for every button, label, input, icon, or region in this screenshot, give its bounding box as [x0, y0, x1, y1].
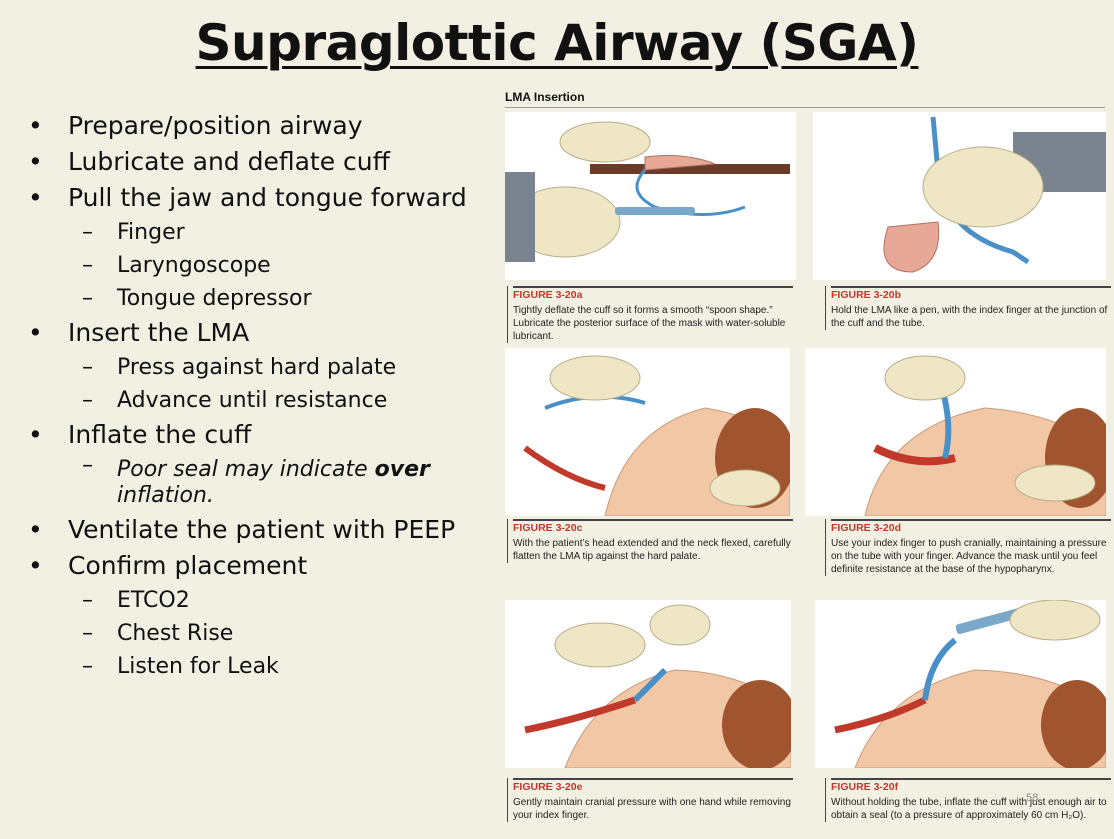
- bullet-pull-jaw: Pull the jaw and tongue forward: [24, 180, 494, 216]
- sub-bullet-chest-rise: Chest Rise: [24, 617, 494, 650]
- sub-bullet-laryngoscope: Laryngoscope: [24, 249, 494, 282]
- sub-bullet-press: Press against hard palate: [24, 351, 494, 384]
- bullet-confirm: Confirm placement: [24, 548, 494, 584]
- figure-label: FIGURE 3-20b: [831, 286, 1111, 302]
- figure-text: Gently maintain cranial pressure with on…: [513, 797, 791, 821]
- figure-3-20e-illustration: [505, 600, 791, 768]
- figure-label: FIGURE 3-20e: [513, 778, 793, 794]
- bullet-ventilate: Ventilate the patient with PEEP: [24, 512, 494, 548]
- figure-label: FIGURE 3-20f: [831, 778, 1111, 794]
- poor-seal-text: Poor seal may indicate: [117, 457, 375, 482]
- figure-3-20d-caption: FIGURE 3-20d Use your index finger to pu…: [825, 519, 1114, 576]
- figure-text: With the patient’s head extended and the…: [513, 538, 791, 562]
- figure-3-20e-caption: FIGURE 3-20e Gently maintain cranial pre…: [507, 778, 798, 822]
- sub-bullet-finger: Finger: [24, 216, 494, 249]
- figure-3-20b-illustration: [813, 112, 1106, 280]
- poor-seal-bold: over: [374, 457, 430, 482]
- figure-3-20f-caption: FIGURE 3-20f Without holding the tube, i…: [825, 778, 1114, 822]
- poor-seal-end: inflation.: [117, 483, 214, 508]
- sub-bullet-poor-seal: Poor seal may indicate over inflation.: [24, 453, 494, 512]
- figure-3-20a-illustration: [505, 112, 796, 280]
- figure-3-20f-illustration: [815, 600, 1106, 768]
- bullet-prepare: Prepare/position airway: [24, 108, 494, 144]
- figure-label: FIGURE 3-20d: [831, 519, 1111, 535]
- bullet-list: Prepare/position airway Lubricate and de…: [24, 108, 494, 683]
- sub-bullet-listen: Listen for Leak: [24, 650, 494, 683]
- figure-text: Without holding the tube, inflate the cu…: [831, 797, 1107, 821]
- panel-header: LMA Insertion: [505, 90, 1105, 108]
- bullet-insert: Insert the LMA: [24, 315, 494, 351]
- figure-label: FIGURE 3-20a: [513, 286, 793, 302]
- bullet-lubricate: Lubricate and deflate cuff: [24, 144, 494, 180]
- bullet-inflate: Inflate the cuff: [24, 417, 494, 453]
- figure-3-20c-caption: FIGURE 3-20c With the patient’s head ext…: [507, 519, 798, 563]
- figure-3-20c-illustration: [505, 348, 790, 516]
- figure-text: Use your index finger to push cranially,…: [831, 538, 1107, 575]
- sub-bullet-advance: Advance until resistance: [24, 384, 494, 417]
- slide-title: Supraglottic Airway (SGA): [195, 14, 919, 72]
- sub-bullet-etco2: ETCO2: [24, 584, 494, 617]
- page-number: 58: [1026, 792, 1039, 804]
- figure-text: Hold the LMA like a pen, with the index …: [831, 305, 1108, 329]
- sub-bullet-tongue-depressor: Tongue depressor: [24, 282, 494, 315]
- figure-3-20d-illustration: [805, 348, 1106, 516]
- figure-3-20b-caption: FIGURE 3-20b Hold the LMA like a pen, wi…: [825, 286, 1114, 330]
- figure-text: Tightly deflate the cuff so it forms a s…: [513, 305, 786, 342]
- figure-label: FIGURE 3-20c: [513, 519, 793, 535]
- figure-3-20a-caption: FIGURE 3-20a Tightly deflate the cuff so…: [507, 286, 798, 343]
